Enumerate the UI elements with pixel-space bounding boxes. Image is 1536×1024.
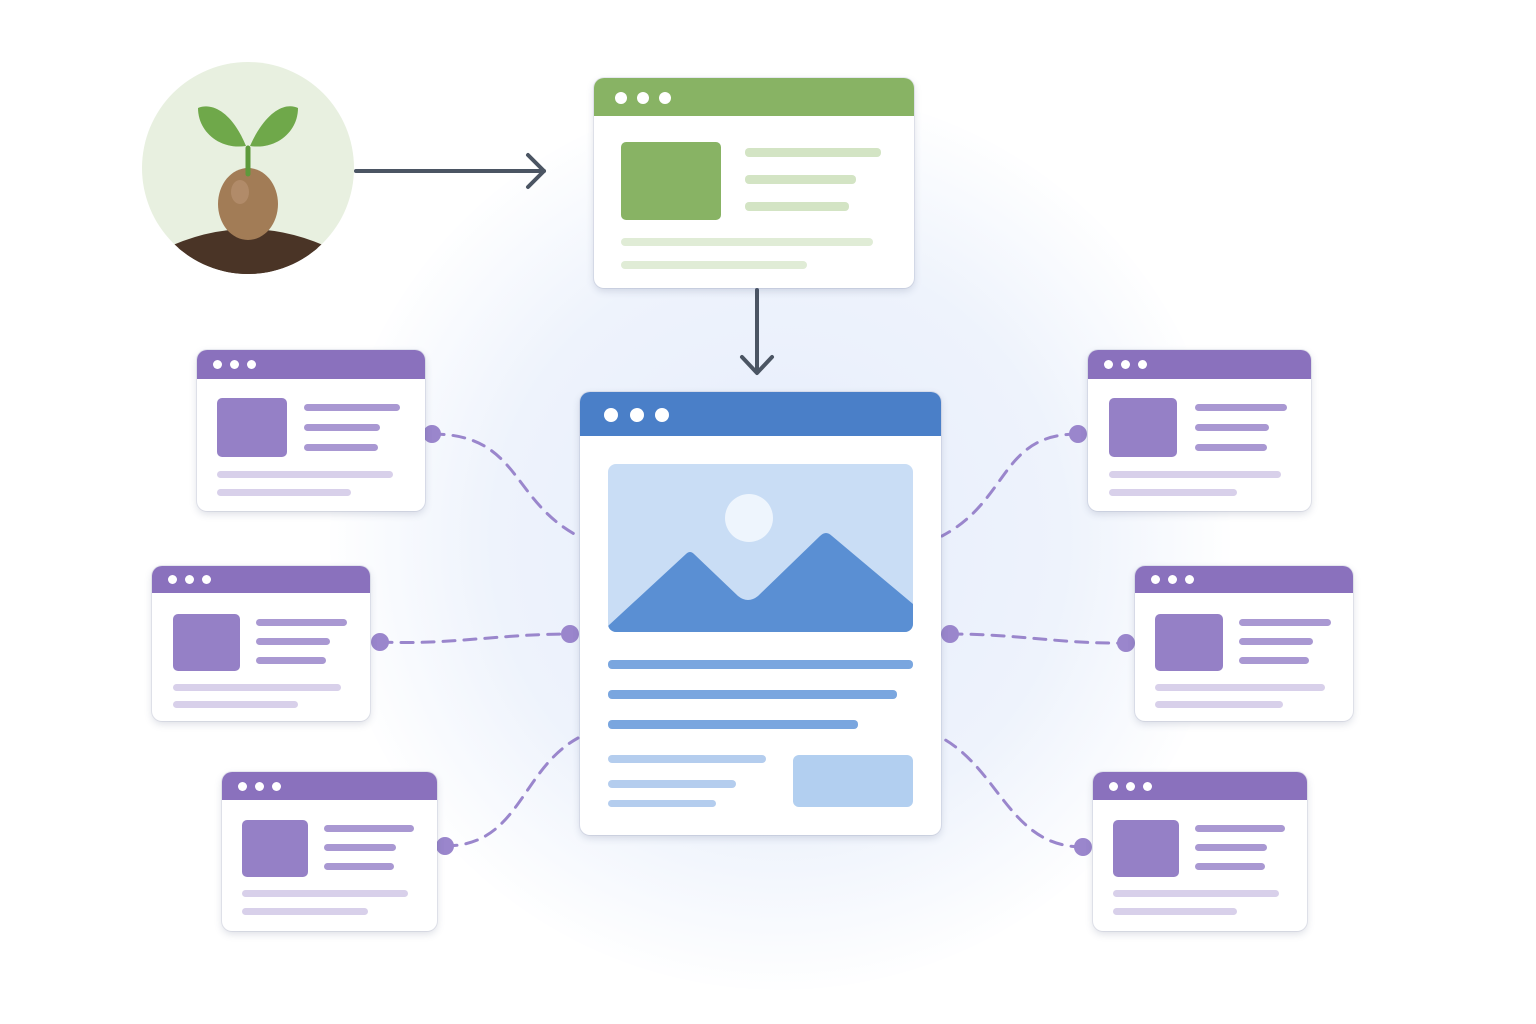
landscape-image-icon (608, 464, 913, 632)
connector-left-top (430, 432, 580, 538)
variant-thumbnail (242, 820, 308, 877)
seedling-icon (142, 62, 354, 274)
text-line (745, 148, 881, 157)
text-line (242, 890, 408, 897)
connector-left-bottom (443, 736, 580, 848)
text-line (256, 638, 330, 645)
text-line (608, 800, 716, 807)
variant-window-right-top (1088, 350, 1311, 511)
text-line (1195, 863, 1265, 870)
text-line (217, 489, 351, 496)
text-line (745, 202, 849, 211)
variant-window-right-middle (1135, 566, 1353, 721)
variant-thumbnail (1155, 614, 1223, 671)
arrow-template-to-main (740, 288, 774, 375)
text-line (1113, 890, 1279, 897)
variant-thumbnail (217, 398, 287, 457)
text-line (1113, 908, 1237, 915)
text-line (608, 690, 897, 699)
text-line (256, 657, 326, 664)
text-line (1239, 657, 1309, 664)
text-line (217, 471, 393, 478)
content-button[interactable] (793, 755, 913, 807)
text-line (304, 444, 378, 451)
text-line (1239, 619, 1331, 626)
connector-right-bottom (940, 736, 1085, 849)
variant-window-right-bottom (1093, 772, 1307, 931)
variant-window-left-middle (152, 566, 370, 721)
connector-dots (371, 425, 1135, 856)
text-line (608, 755, 766, 763)
text-line (608, 720, 858, 729)
text-line (242, 908, 368, 915)
text-line (1195, 444, 1267, 451)
text-line (621, 261, 807, 269)
text-line (1195, 844, 1267, 851)
connector-right-top (940, 432, 1080, 538)
text-line (173, 701, 298, 708)
variant-window-left-bottom (222, 772, 437, 931)
text-line (173, 684, 341, 691)
text-line (621, 238, 873, 246)
variant-thumbnail (1113, 820, 1179, 877)
variant-window-left-top (197, 350, 425, 511)
variant-thumbnail (1109, 398, 1177, 457)
text-line (324, 863, 394, 870)
arrow-seed-to-template (354, 153, 546, 189)
template-thumbnail (621, 142, 721, 220)
text-line (1195, 424, 1269, 431)
text-line (304, 404, 400, 411)
text-line (1195, 825, 1285, 832)
text-line (304, 424, 380, 431)
text-line (324, 844, 396, 851)
connector-left-middle (378, 632, 572, 645)
text-line (608, 780, 736, 788)
text-line (1195, 404, 1287, 411)
text-line (324, 825, 414, 832)
text-line (1239, 638, 1313, 645)
text-line (1109, 489, 1237, 496)
text-line (1155, 701, 1283, 708)
text-line (1155, 684, 1325, 691)
template-window (594, 78, 914, 288)
text-line (256, 619, 347, 626)
text-line (608, 660, 913, 669)
connector-right-middle (948, 632, 1128, 645)
text-line (745, 175, 856, 184)
text-line (1109, 471, 1281, 478)
dashed-connectors (378, 432, 1128, 849)
variant-thumbnail (173, 614, 240, 671)
main-window (580, 392, 941, 835)
